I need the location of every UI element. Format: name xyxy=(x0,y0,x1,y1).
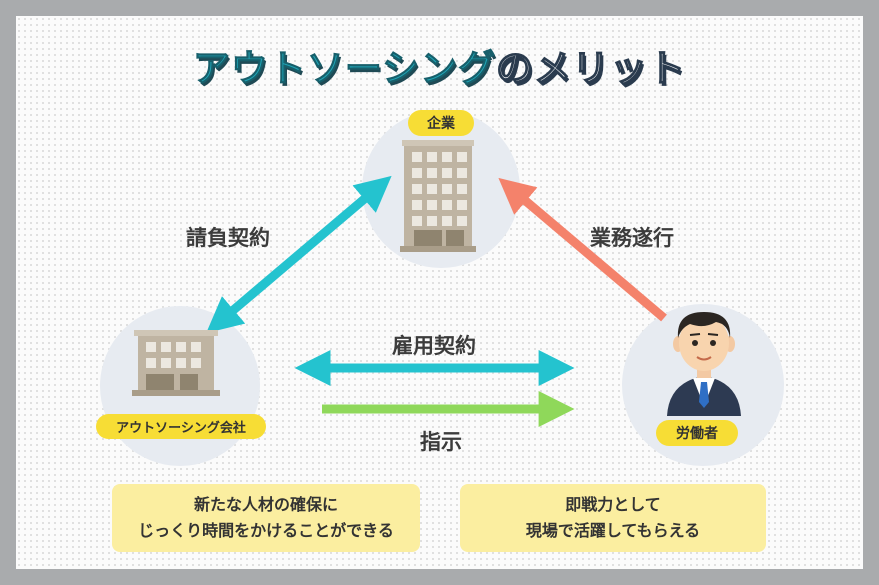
task-execution-arrow xyxy=(498,177,667,322)
outsourcing-company-label: アウトソーシング会社 xyxy=(96,414,266,439)
worker-label: 労働者 xyxy=(656,420,738,446)
benefit-right-line-1: 即戦力として xyxy=(565,495,661,514)
benefit-box-right: 即戦力として 現場で活躍してもらえる xyxy=(460,484,766,552)
title-accent: アウトソーシング xyxy=(192,47,497,91)
contract-arrow xyxy=(206,175,392,334)
page-title: アウトソーシングのメリット xyxy=(16,38,863,92)
contract-label: 請負契約 xyxy=(186,226,270,250)
outsourcing-building-icon xyxy=(132,330,220,396)
benefit-right-line-2: 現場で活躍してもらえる xyxy=(525,521,701,540)
employment-contract-label: 雇用契約 xyxy=(392,334,476,358)
benefit-left-line-1: 新たな人材の確保に xyxy=(193,495,338,514)
benefit-box-left: 新たな人材の確保に じっくり時間をかけることができる xyxy=(112,484,420,552)
company-label: 企業 xyxy=(408,110,474,136)
diagram-frame: アウトソーシングのメリット xyxy=(16,16,863,569)
diagram-graphics xyxy=(132,140,741,427)
task-execution-label: 業務遂行 xyxy=(590,226,674,250)
instruction-label: 指示 xyxy=(420,430,462,454)
title-rest: のメリット xyxy=(495,46,687,91)
company-building-icon xyxy=(400,140,476,252)
worker-person-icon xyxy=(667,312,741,416)
benefit-left-line-2: じっくり時間をかけることができる xyxy=(138,521,394,540)
